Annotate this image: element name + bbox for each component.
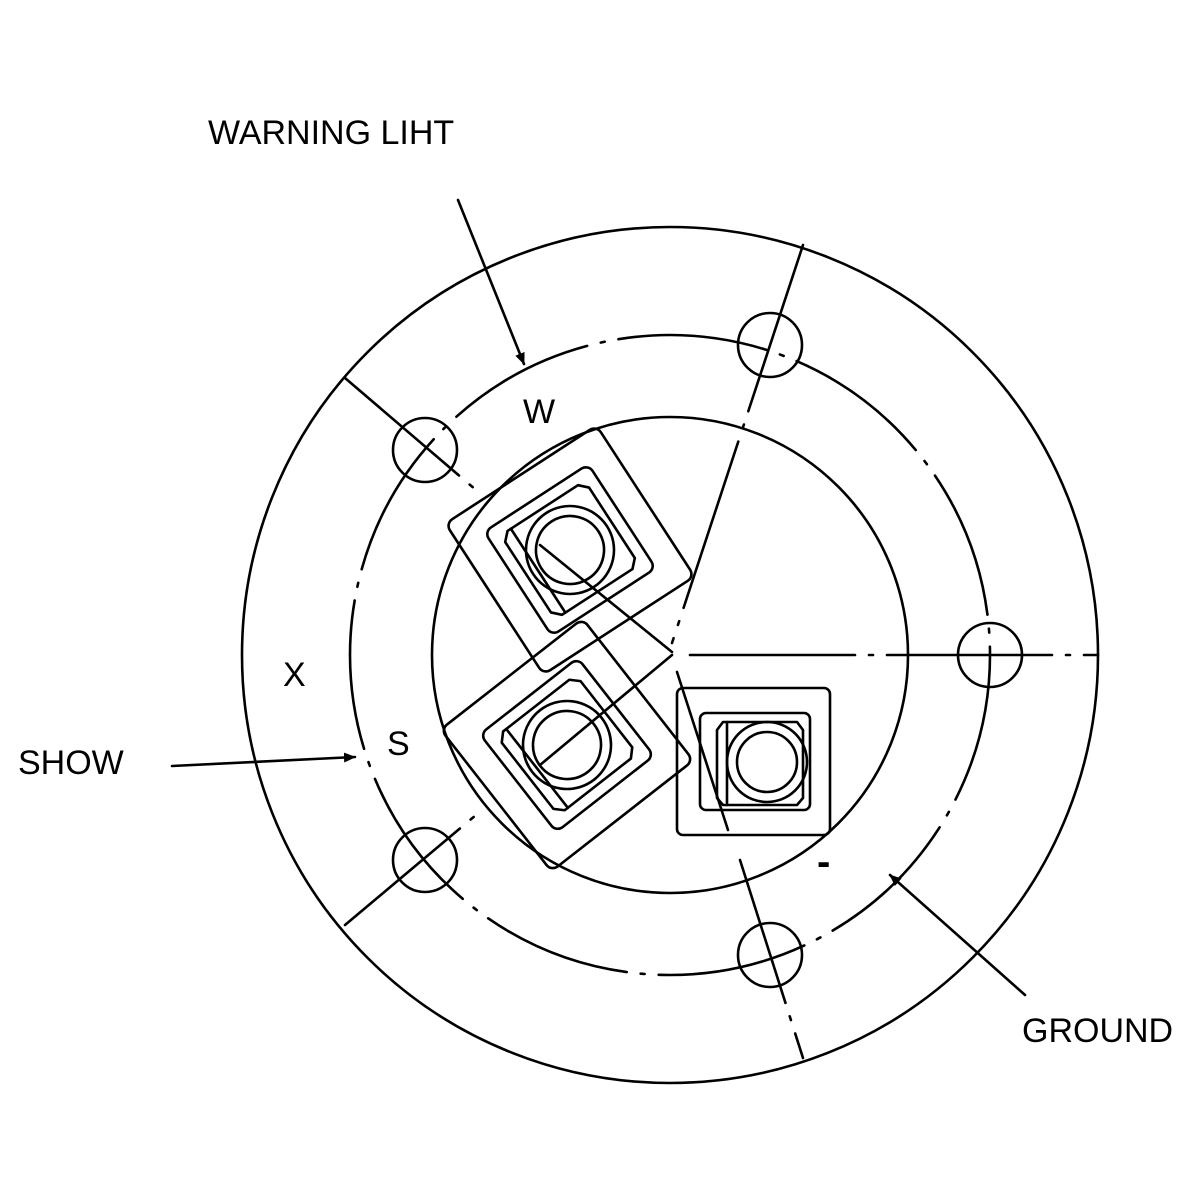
ground-arrow xyxy=(888,873,1027,997)
bolt-hole xyxy=(391,826,459,894)
w-terminal-label: W xyxy=(523,393,556,431)
warning-light-arrow xyxy=(456,198,526,366)
bolt-hole xyxy=(391,416,459,484)
minus-sign: - xyxy=(817,840,831,884)
warning-light-label: WARNING LIHT xyxy=(208,114,455,152)
bolt-hole xyxy=(736,921,804,989)
bolt-hole xyxy=(736,311,804,379)
center-lines xyxy=(343,243,1100,1060)
terminal-w xyxy=(444,424,696,676)
terminal-ground xyxy=(675,686,832,837)
show-arrow xyxy=(170,752,357,768)
x-label: X xyxy=(283,656,306,694)
s-terminal-label: S xyxy=(387,725,410,763)
ground-label: GROUND xyxy=(1022,1012,1174,1050)
terminal-s xyxy=(439,617,695,873)
show-label: SHOW xyxy=(18,744,124,782)
bolt-holes xyxy=(391,311,1024,989)
